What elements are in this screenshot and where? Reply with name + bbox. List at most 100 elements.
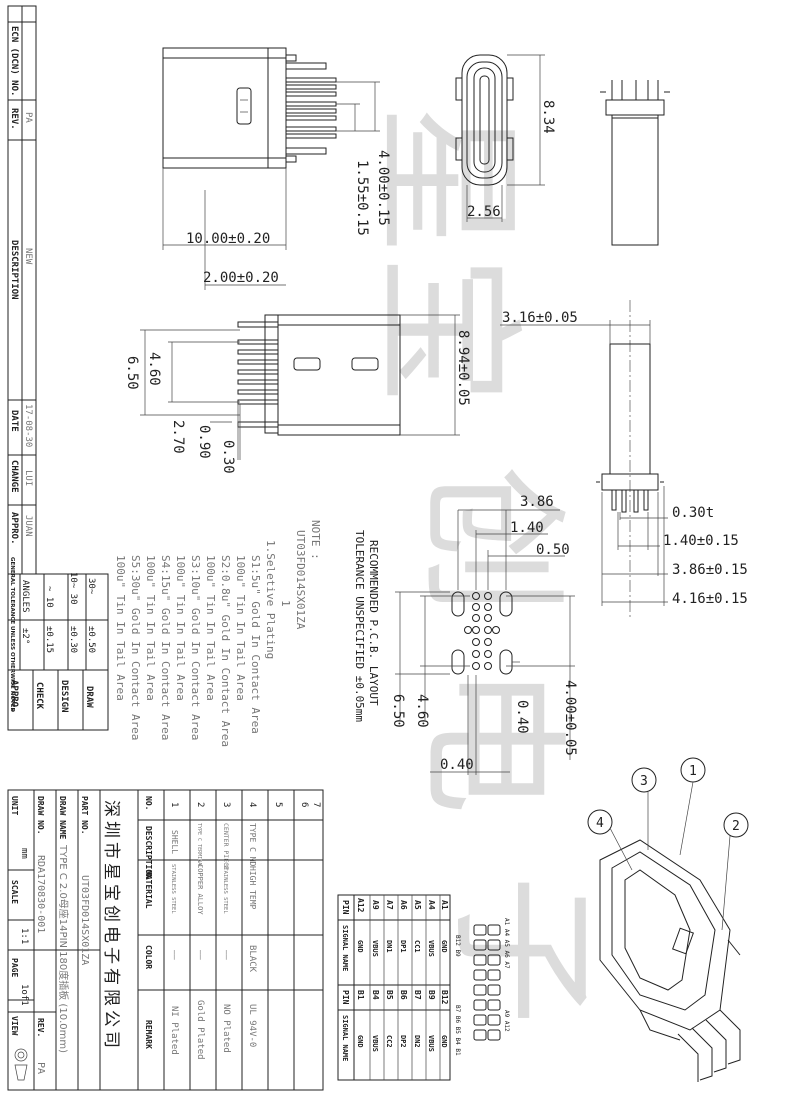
dim-top-length: 10.00±0.20 xyxy=(186,231,270,247)
bom-row-1-color: —— xyxy=(170,950,179,960)
svg-text:子: 子 xyxy=(434,875,608,1025)
side-view-lower: 3.16±0.05 0.30t 1.40±0.15 3.86±0.15 4.16… xyxy=(500,300,748,620)
title-block: PART NO. DRAW NAME DRAW NO. UNIT SCALE P… xyxy=(7,789,139,1091)
notes-line-12: 100u" Tin In Tail Area xyxy=(114,555,127,701)
tol-range-1: 30~ xyxy=(86,578,96,595)
pin-map: B12 B9 A1 A4 A5 A6 A7 B7 B6 B5 B4 B1 A9 … xyxy=(454,918,510,1056)
dim-front-width: 2.56 xyxy=(467,204,501,220)
dim-side-386: 3.86±0.15 xyxy=(672,562,748,578)
notes-part: UT03FD014SX01ZA xyxy=(294,530,307,630)
balloon-3-icon: 3 xyxy=(631,767,657,850)
dim-side-416: 4.16±0.15 xyxy=(672,591,748,607)
signoff-draw: DRAW xyxy=(84,686,94,708)
pin-a9: A9 xyxy=(371,900,380,910)
bom-row-1-no: 1 xyxy=(169,802,179,807)
signoff-design: DESIGN xyxy=(59,680,69,713)
pin-b7: B7 xyxy=(413,990,422,1000)
bom-row-3-material: STAINLESS STEEL xyxy=(222,864,228,914)
dim-pcb-040-bottom: 0.40 xyxy=(440,757,474,773)
label-part-no: PART NO. xyxy=(80,796,89,835)
label-page: PAGE xyxy=(10,958,19,977)
pin-header-pin-a: PIN xyxy=(341,900,350,915)
dim-pcb-650: 6.50 xyxy=(390,694,406,728)
isometric-view: 1 2 3 4 xyxy=(587,757,749,1082)
tol-range-3: ~ 10 xyxy=(44,586,54,608)
dim-side-316: 3.16±0.05 xyxy=(502,310,578,326)
bom-row-2-material: COPPER ALLOY xyxy=(196,864,204,915)
dim-bottom-width: 8.94±0.05 xyxy=(455,330,471,406)
pin-map-bottom2: A9 A12 xyxy=(503,1010,510,1032)
bom-header-color: COLOR xyxy=(144,945,153,969)
svg-text:宝: 宝 xyxy=(359,255,533,405)
notes-header: NOTE : xyxy=(309,520,322,560)
notes-block: NOTE : UT03FD014SX01ZA 1 1.Seletive Plat… xyxy=(114,520,322,747)
dim-bottom-460: 4.60 xyxy=(146,352,162,386)
balloon-2-icon: 2 xyxy=(721,812,749,931)
tol-value-1: ±0.50 xyxy=(86,626,96,653)
rev-value-appro: JUAN xyxy=(23,515,33,537)
label-scale: SCALE xyxy=(10,880,19,904)
bom-row-1-material: STAINLESS STEEL xyxy=(170,864,176,914)
notes-line-5: S2:0.8u" Gold In Contact Area xyxy=(219,555,232,747)
rev-header-rev: REV. xyxy=(9,108,19,130)
balloon-4: 4 xyxy=(596,816,604,831)
dim-bottom-650: 6.50 xyxy=(124,356,140,390)
pin-b1: B1 xyxy=(356,990,365,1000)
sig-a9: VBUS xyxy=(371,940,379,957)
svg-text:电: 电 xyxy=(404,665,578,815)
rev-value-date: 17-08-30 xyxy=(23,404,33,447)
front-view: 8.34 2.56 xyxy=(455,54,556,222)
pin-a4: A4 xyxy=(427,900,436,910)
sig-a12: GND xyxy=(356,940,364,953)
dim-bottom-090: 0.90 xyxy=(196,425,212,459)
dim-top-pitch: 1.55±0.15 xyxy=(354,160,370,236)
bom-row-3-no: 3 xyxy=(221,802,231,807)
rev-value-rev: PA xyxy=(23,112,33,123)
label-view: VIEW xyxy=(10,1016,19,1035)
watermark: 星 宝 创 电 子 xyxy=(359,105,608,1025)
draw-no-value: RDA170830-001 xyxy=(35,855,46,933)
sig-a1: GND xyxy=(440,940,448,953)
bom-row-6-no: 6 xyxy=(299,802,309,807)
rev-value-change: LUI xyxy=(23,470,33,486)
tol-value-2: ±0.30 xyxy=(68,626,78,653)
rev-header-ecn: ECN (DCN) NO. xyxy=(9,26,19,96)
top-view: 10.00±0.20 2.00±0.20 4.00±0.15 1.55±0.15 xyxy=(162,47,391,290)
company-name: 深圳市星宝创电子有限公司 xyxy=(101,800,121,1052)
notes-line-2: 1.Seletive Plating xyxy=(264,540,277,659)
dim-bottom-270: 2.70 xyxy=(170,420,186,454)
dim-pcb-040-right: 0.40 xyxy=(514,700,530,734)
bom-row-3-color: —— xyxy=(222,950,231,960)
dim-side-140: 1.40±0.15 xyxy=(663,533,739,549)
balloon-1: 1 xyxy=(689,764,697,779)
tolerance-title: GENERAL TOLERANCE UNLESS OTHERWISE NOTED xyxy=(9,557,15,713)
pin-header-signal-a: SIGNAL NAME xyxy=(341,925,349,971)
sig-a4: VBUS xyxy=(427,940,435,957)
side-view-upper xyxy=(600,80,670,246)
notes-line-8: 100u" Tin In Tail Area xyxy=(174,555,187,701)
bom-header-remark: REMARK xyxy=(144,1020,153,1049)
pin-b12: B12 xyxy=(440,990,449,1005)
notes-line-4: 100u" Tin In Tail Area xyxy=(234,555,247,701)
dim-bottom-030: 0.30 xyxy=(220,440,236,474)
notes-line-9: S4:15u" Gold In Contact Area xyxy=(159,555,172,740)
pin-map-bottom: B7 B6 B5 B4 B1 xyxy=(454,1005,461,1056)
pin-b6: B6 xyxy=(399,990,408,1000)
pcb-title: RECOMMENDED P.C.B. LAYOUT xyxy=(367,540,380,706)
dim-pcb-140: 1.40 xyxy=(510,520,544,536)
signoff-check: CHECK xyxy=(34,682,44,710)
dim-front-height: 8.34 xyxy=(540,100,556,134)
sig-b9: VBUS xyxy=(427,1035,435,1052)
pin-b9: B9 xyxy=(427,990,436,1000)
bom-header-material: MATERIAL xyxy=(144,870,153,909)
sig-b5: CC2 xyxy=(385,1035,393,1048)
bom-row-7-no: 7 xyxy=(311,802,321,807)
bom-row-2-desc: TYPE C TERMINAL xyxy=(196,823,202,868)
pin-a6: A6 xyxy=(399,900,408,910)
bom-row-1-remark: NI Plated xyxy=(169,1006,179,1055)
pin-a12: A12 xyxy=(356,898,365,913)
pin-b5: B5 xyxy=(385,990,394,1000)
bom-row-2-remark: Gold Plated xyxy=(195,1000,205,1060)
sig-a7: DN1 xyxy=(385,940,393,953)
